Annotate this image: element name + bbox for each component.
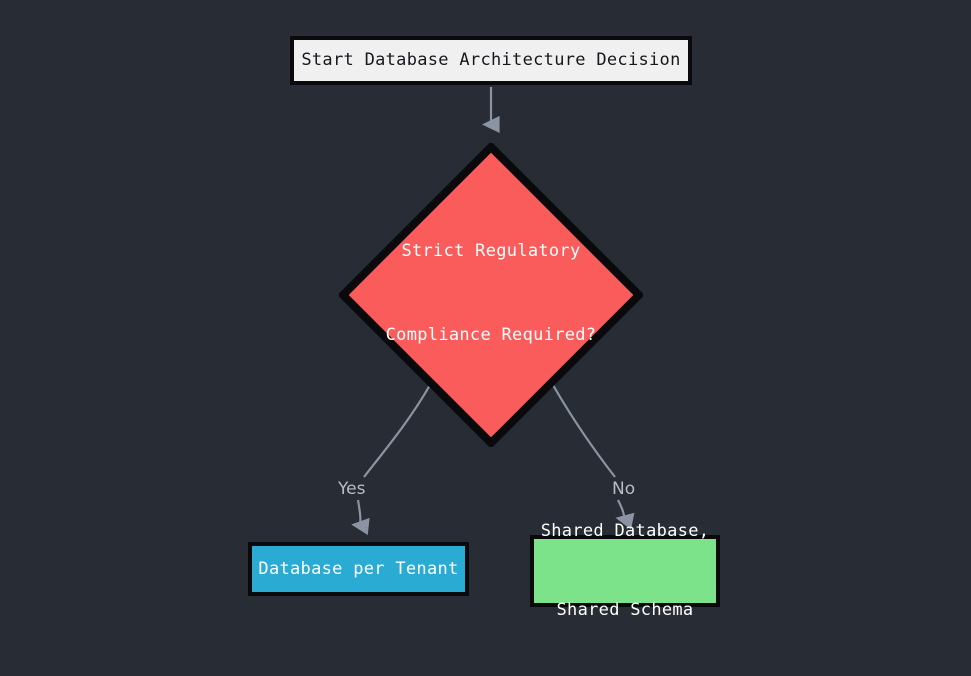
node-decision-label-block: Strict Regulatory Compliance Required?: [339, 143, 643, 447]
edge-decision-yes-lower: [351, 499, 370, 535]
node-start-database-architecture-decision[interactable]: Start Database Architecture Decision: [290, 36, 692, 85]
node-start-label: Start Database Architecture Decision: [301, 50, 681, 71]
node-shared-database-shared-schema[interactable]: Shared Database, Shared Schema: [530, 521, 720, 620]
node-decision-label-line1: Strict Regulatory: [401, 240, 581, 261]
edge-decision-no-upper: [552, 384, 616, 478]
node-decision-label-line2: Compliance Required?: [385, 325, 597, 346]
node-database-per-tenant-label: Database per Tenant: [258, 558, 459, 579]
node-shared-schema-label-block: Shared Database, Shared Schema: [541, 466, 710, 676]
edge-label-yes: Yes: [338, 479, 366, 499]
edge-decision-yes-upper: [363, 384, 431, 478]
edge-label-no: No: [612, 479, 636, 499]
diamond-shape-icon: [339, 143, 643, 447]
edge-decision-no-lower: [615, 499, 635, 530]
node-shared-schema-label-line1: Shared Database,: [540, 521, 710, 542]
node-shared-schema-label-line2: Shared Schema: [556, 600, 694, 621]
node-decision-strict-regulatory-compliance[interactable]: Strict Regulatory Compliance Required?: [339, 143, 643, 447]
edge-layer: [351, 87, 635, 535]
node-database-per-tenant[interactable]: Database per Tenant: [248, 542, 469, 596]
flowchart-canvas: Start Database Architecture Decision Str…: [248, 36, 720, 620]
